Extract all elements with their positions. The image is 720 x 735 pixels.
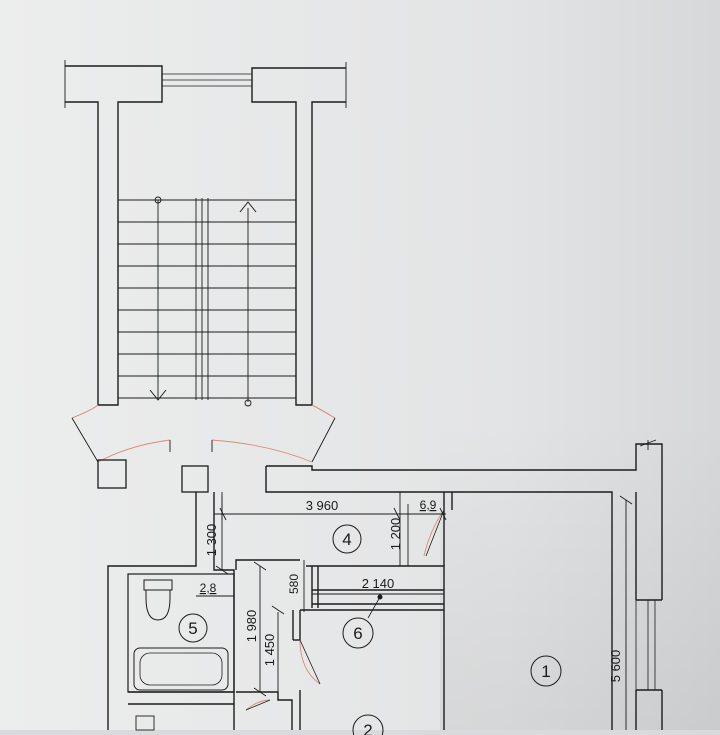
room-marker-6: 6 (342, 617, 374, 649)
apartment-inner-wall (265, 466, 613, 730)
dim-closet-depth: 580 (287, 574, 301, 594)
apartment-left-wall (107, 492, 197, 730)
apartment-top-wall (266, 443, 663, 600)
paper-shadow (440, 420, 720, 730)
room-number-1: 1 (541, 662, 550, 681)
stair-treads (118, 199, 296, 399)
dim-bath-lower: 1 450 (262, 634, 277, 667)
room-marker-2: 2 (352, 714, 384, 735)
room-marker-1: 1 (530, 655, 562, 687)
dim-hall-width: 3 960 (306, 498, 339, 513)
dim-hall-height: 1 300 (204, 524, 219, 557)
dim-room-height: 5 600 (608, 650, 623, 683)
dimension-lines (196, 492, 633, 730)
dim-door-gap-height: 1 200 (388, 518, 403, 551)
dim-bath-height: 1 980 (244, 610, 259, 643)
room-number-2: 2 (363, 721, 372, 735)
dim-bath-width: 2,8 (200, 581, 217, 595)
wall-lines (64, 60, 663, 731)
room-number-4: 4 (342, 530, 351, 549)
room-marker-5: 5 (178, 613, 208, 643)
room-number-6: 6 (353, 624, 362, 643)
room-marker-4: 4 (332, 524, 362, 554)
room-number-5: 5 (188, 619, 197, 638)
dim-closet-width: 2 140 (362, 576, 395, 591)
dim-door-gap: 6,9 (420, 498, 437, 512)
stair-left-wall (65, 65, 163, 406)
